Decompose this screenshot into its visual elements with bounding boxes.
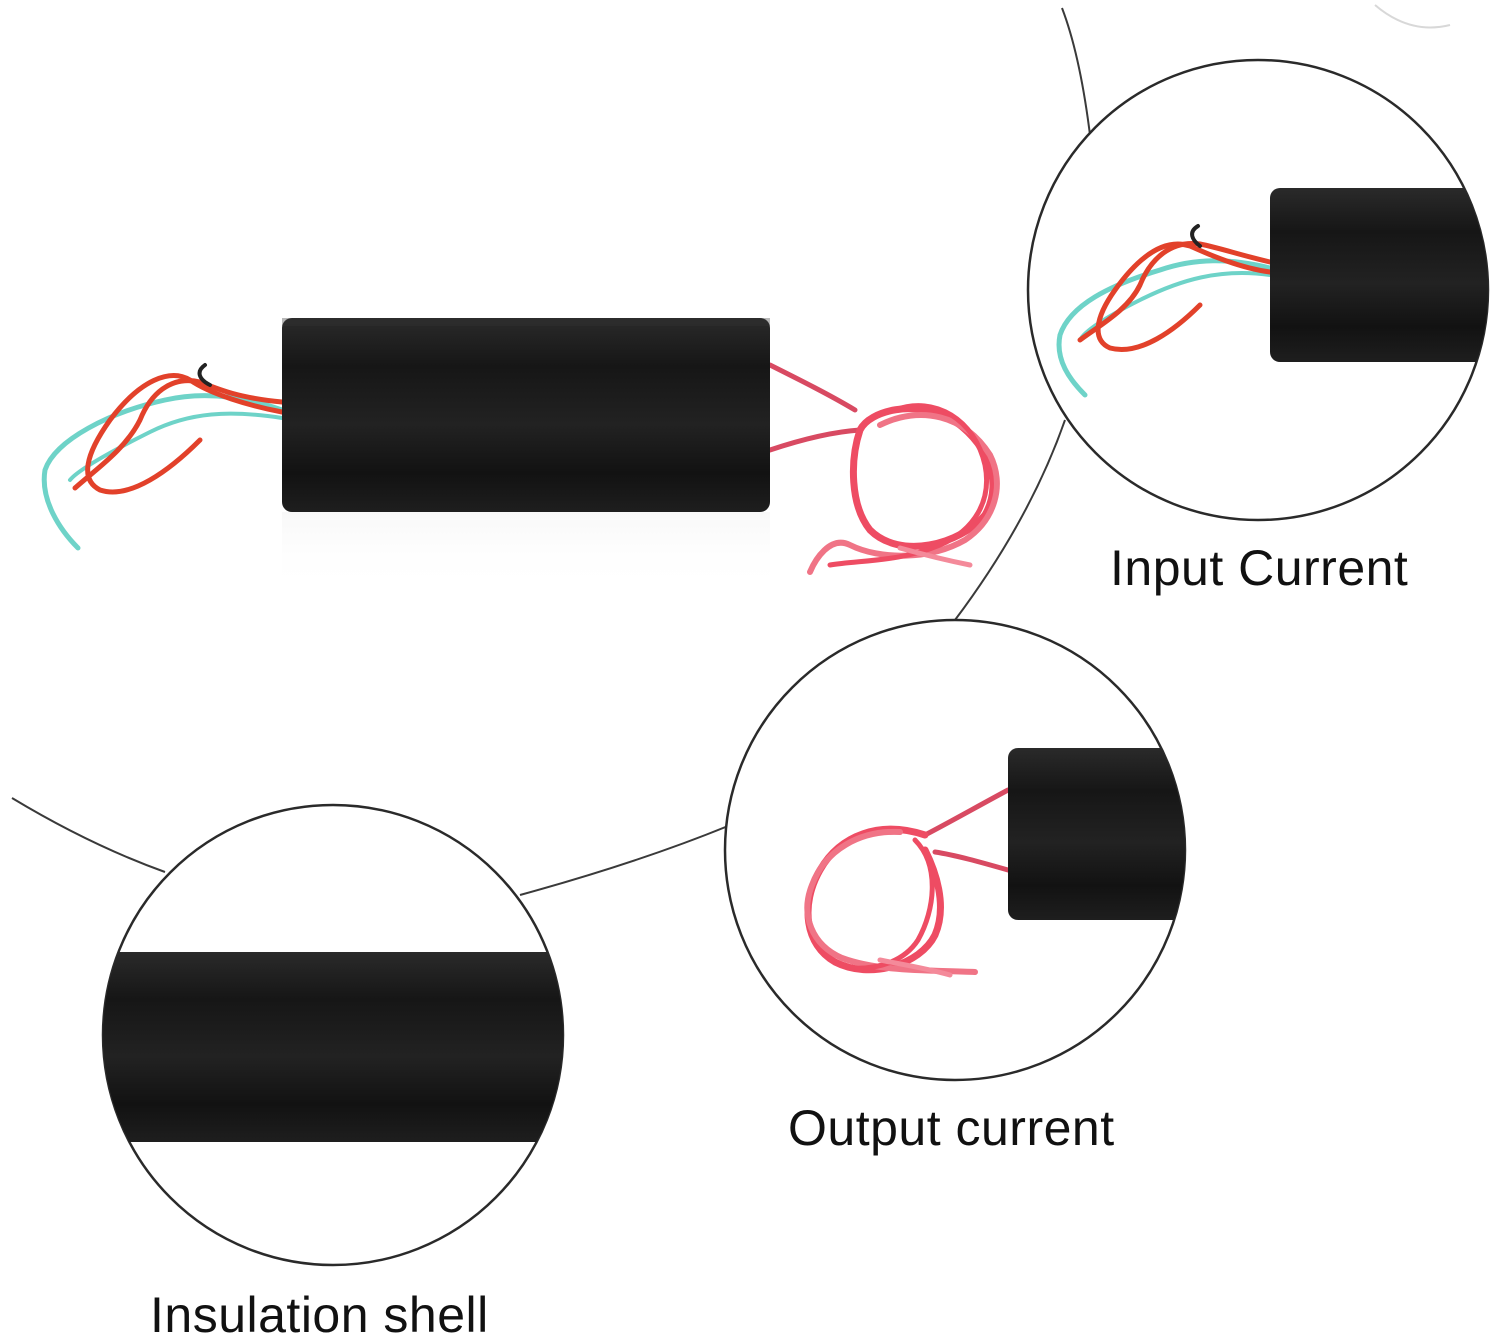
callout-insulation-shell — [101, 803, 565, 1267]
input-zoom-shell — [1270, 188, 1488, 362]
output-zoom-wires — [804, 787, 1011, 978]
output-zoom-shell — [1008, 748, 1185, 920]
arc-top-right — [1061, 7, 1091, 136]
shell-reflection — [282, 512, 770, 592]
output-wires — [767, 362, 1000, 575]
label-input-current: Input Current — [1110, 540, 1409, 596]
arc-lower-connector — [519, 825, 729, 896]
main-product — [41, 318, 1000, 592]
arc-top-corner — [1374, 4, 1451, 29]
label-insulation-shell: Insulation shell — [150, 1287, 489, 1343]
callout-output-current — [723, 618, 1187, 1082]
input-wires — [41, 363, 285, 551]
label-output-current: Output current — [788, 1100, 1115, 1156]
arc-right-middle — [954, 419, 1066, 621]
shell-zoom-body — [103, 952, 563, 1142]
shell-body — [282, 318, 770, 512]
arc-left — [11, 797, 166, 873]
background-arcs — [11, 4, 1451, 896]
input-zoom-wires — [1056, 224, 1273, 398]
callout-input-current — [1026, 58, 1490, 522]
